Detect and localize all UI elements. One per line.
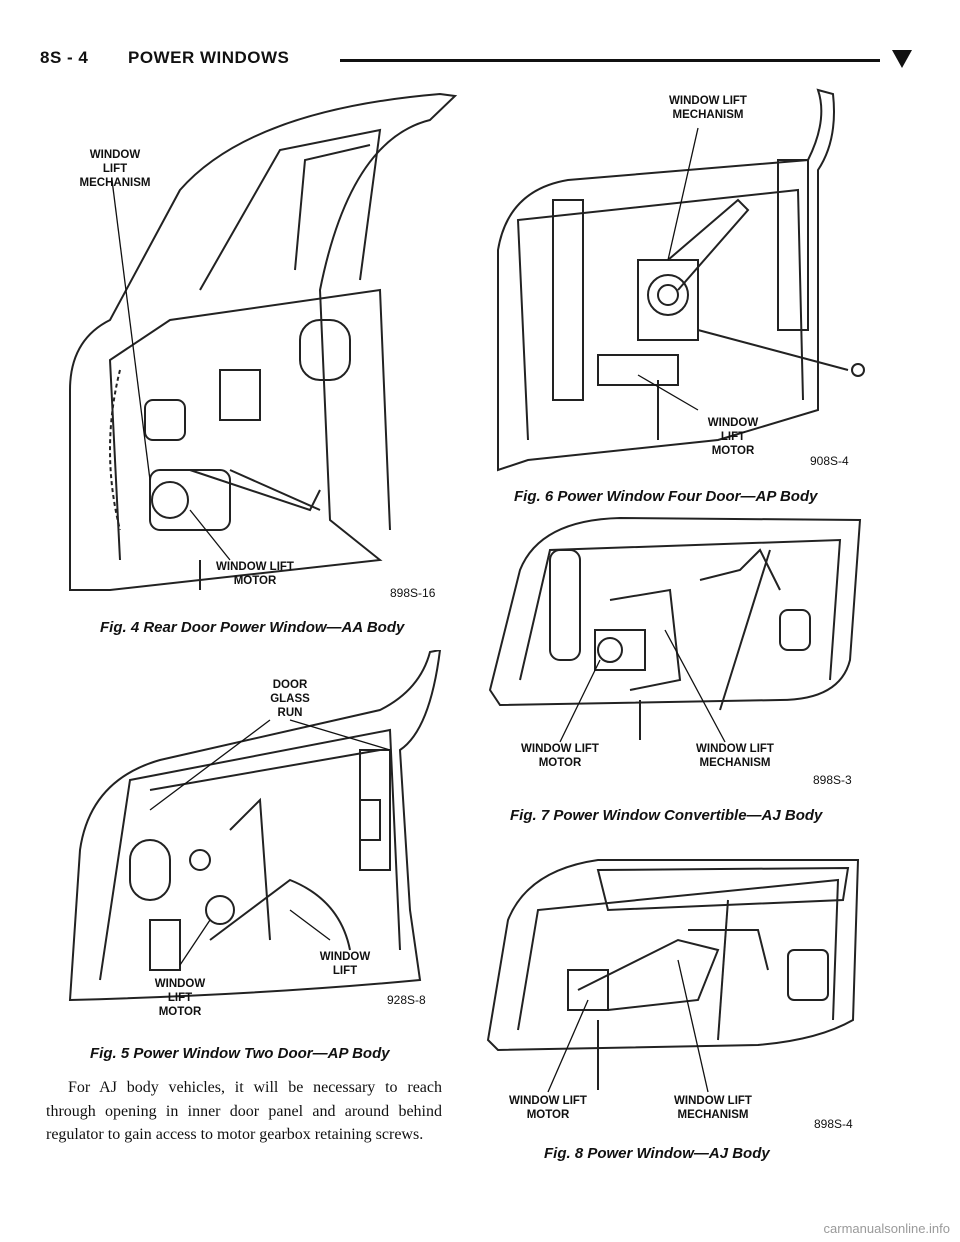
figure-5-label-window-lift: WINDOW LIFT [319, 951, 371, 977]
figure-4: WINDOW LIFT MECHANISM WINDOW LIFT MOTOR … [50, 90, 460, 610]
figure-7-illustration [488, 516, 862, 743]
figure-6-label-mechanism: WINDOW LIFT MECHANISM [669, 95, 747, 121]
figure-4-label-motor: WINDOW LIFT MOTOR [216, 561, 294, 587]
figure-5-code: 928S-8 [387, 993, 426, 1007]
figure-8-label-mechanism: WINDOW LIFT MECHANISM [674, 1095, 752, 1121]
figure-7-label-motor: WINDOW LIFT MOTOR [521, 743, 599, 769]
figure-5-label-motor: WINDOW LIFT MOTOR [154, 978, 206, 1018]
figure-8: WINDOW LIFT MOTOR WINDOW LIFT MECHANISM … [478, 840, 878, 1140]
figure-6: WINDOW LIFT MECHANISM WINDOW LIFT MOTOR … [488, 80, 888, 480]
page-number: 8S - 4 [40, 48, 89, 67]
figure-6-caption: Fig. 6 Power Window Four Door—AP Body [514, 488, 818, 505]
figure-5-label-door-glass-run: DOOR GLASS RUN [270, 679, 310, 719]
figure-7-caption: Fig. 7 Power Window Convertible—AJ Body [510, 807, 823, 824]
figure-7: WINDOW LIFT MOTOR WINDOW LIFT MECHANISM … [480, 510, 880, 800]
header-rule [340, 59, 880, 62]
figure-4-label-mechanism: WINDOW LIFT MECHANISM [79, 149, 151, 189]
section-title: POWER WINDOWS [128, 48, 290, 67]
figure-6-label-motor: WINDOW LIFT MOTOR [707, 417, 759, 457]
figure-5: DOOR GLASS RUN WINDOW LIFT WINDOW LIFT M… [60, 650, 460, 1020]
page-header: 8S - 4 POWER WINDOWS [40, 44, 920, 80]
figure-7-label-mechanism: WINDOW LIFT MECHANISM [696, 743, 774, 769]
watermark: carmanualsonline.info [823, 1221, 950, 1236]
figure-7-code: 898S-3 [813, 773, 852, 787]
figure-5-caption: Fig. 5 Power Window Two Door—AP Body [90, 1045, 390, 1062]
figure-6-code: 908S-4 [810, 454, 849, 468]
figure-8-caption: Fig. 8 Power Window—AJ Body [544, 1145, 770, 1162]
figure-8-code: 898S-4 [814, 1117, 853, 1131]
down-triangle-icon [892, 50, 912, 68]
figure-8-illustration [486, 859, 860, 1093]
figure-5-illustration [68, 650, 442, 1002]
figure-4-caption: Fig. 4 Rear Door Power Window—AA Body [100, 619, 405, 636]
figure-6-illustration [497, 88, 865, 472]
figure-4-illustration [69, 92, 458, 591]
figure-8-label-motor: WINDOW LIFT MOTOR [509, 1095, 587, 1121]
figure-4-code: 898S-16 [390, 586, 436, 600]
body-paragraph: For AJ body vehicles, it will be necessa… [46, 1079, 442, 1143]
